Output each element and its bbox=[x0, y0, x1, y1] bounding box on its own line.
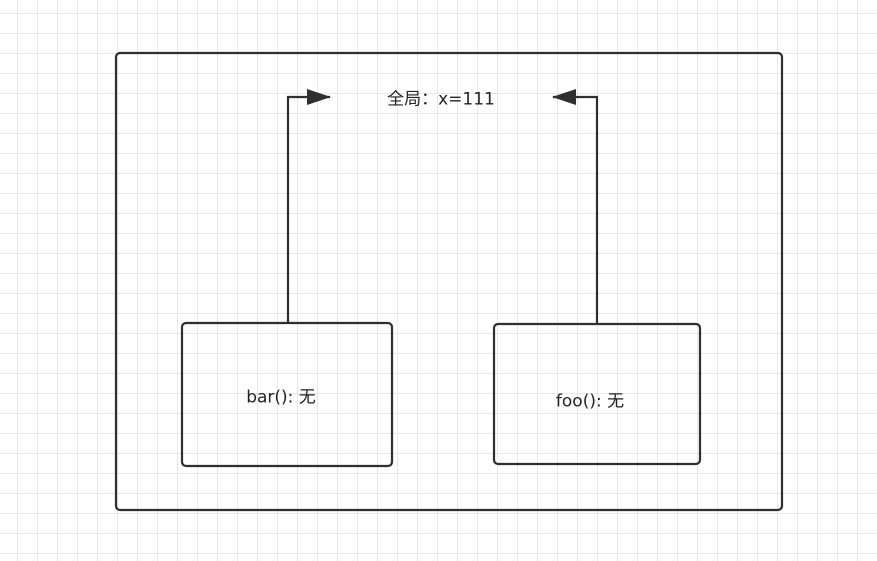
global-scope-label: 全局：x=111 bbox=[387, 89, 495, 110]
foo-scope-label: foo(): 无 bbox=[555, 391, 625, 412]
foo-scope-box bbox=[492, 322, 702, 466]
global-scope-box bbox=[114, 51, 784, 512]
foo-to-global-arrow bbox=[552, 89, 599, 323]
bar-scope-label: bar(): 无 bbox=[246, 387, 316, 408]
bar-scope-box bbox=[180, 321, 394, 468]
bar-to-global-arrow bbox=[286, 89, 331, 322]
